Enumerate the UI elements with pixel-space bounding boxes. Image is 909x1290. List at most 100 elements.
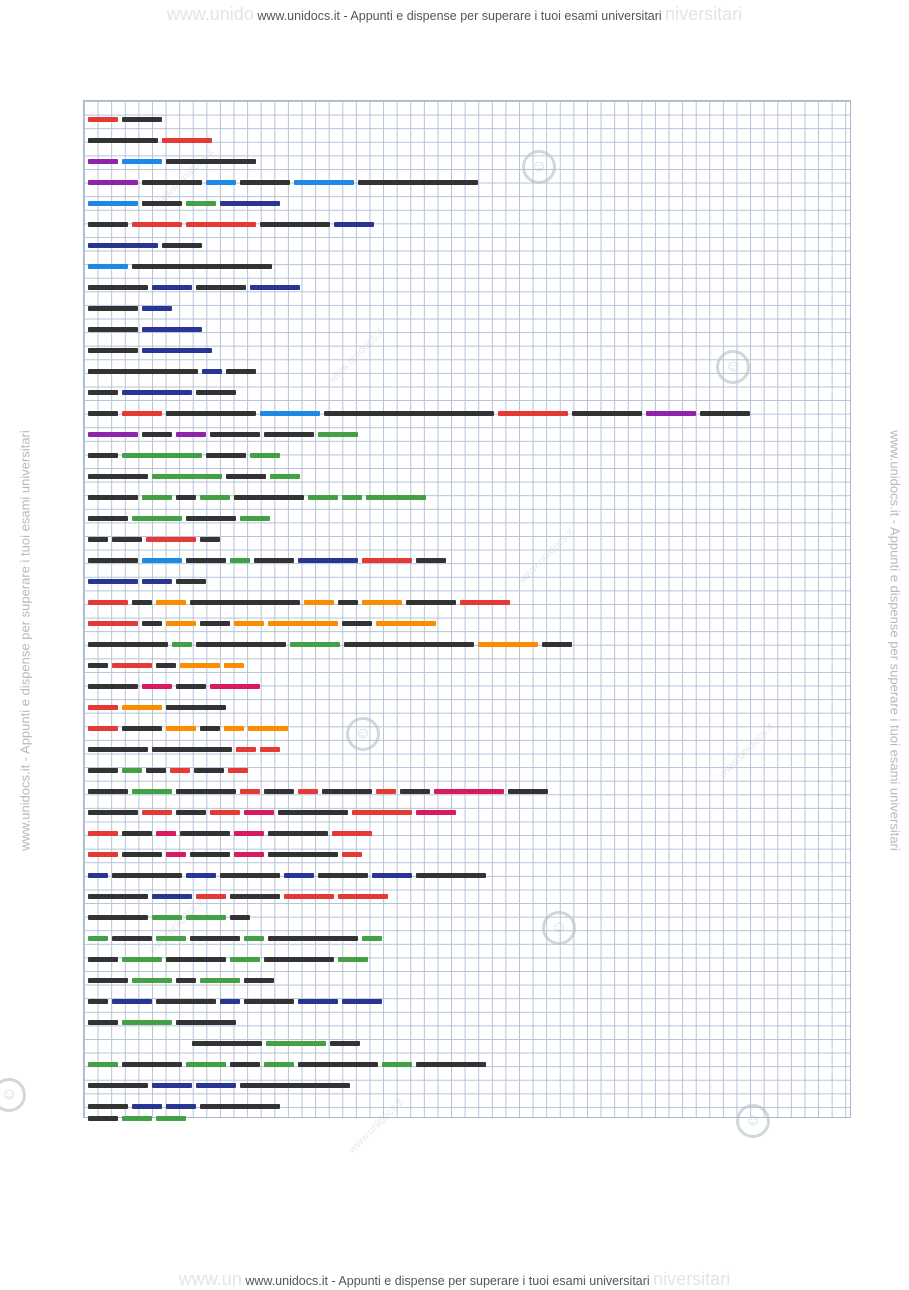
scribble — [88, 453, 118, 459]
note-line — [86, 705, 228, 712]
highlight — [162, 138, 212, 144]
highlight — [180, 663, 220, 669]
scribble — [176, 579, 206, 585]
scribble — [240, 180, 290, 186]
note-line — [86, 453, 282, 460]
highlight — [142, 579, 172, 585]
scribble — [700, 411, 750, 417]
scribble — [176, 789, 236, 795]
scribble — [88, 327, 138, 333]
scribble — [88, 390, 118, 396]
highlight — [122, 411, 162, 417]
highlight — [284, 873, 314, 879]
scribble — [240, 1083, 350, 1089]
scribble — [234, 495, 304, 501]
highlight — [234, 852, 264, 858]
scribble — [132, 600, 152, 606]
scribble — [254, 558, 294, 564]
scribble — [268, 936, 358, 942]
highlight — [210, 684, 260, 690]
note-line — [86, 789, 550, 796]
highlight — [152, 915, 182, 921]
scribble — [176, 684, 206, 690]
highlight — [172, 642, 192, 648]
highlight — [332, 831, 372, 837]
scribble — [88, 516, 128, 522]
graph-paper-notes — [83, 100, 851, 1118]
highlight — [220, 201, 280, 207]
highlight — [248, 726, 288, 732]
scribble — [180, 831, 230, 837]
scribble — [88, 1020, 118, 1026]
scribble — [260, 222, 330, 228]
note-line — [86, 1104, 282, 1111]
note-line — [86, 390, 238, 397]
note-line — [86, 831, 374, 838]
highlight — [166, 621, 196, 627]
scribble — [230, 1062, 260, 1068]
scribble — [122, 117, 162, 123]
highlight — [342, 495, 362, 501]
highlight — [152, 1083, 192, 1089]
highlight — [298, 558, 358, 564]
highlight — [186, 873, 216, 879]
highlight — [366, 495, 426, 501]
highlight — [88, 264, 128, 270]
note-line — [86, 180, 480, 187]
highlight — [220, 999, 240, 1005]
scribble — [88, 474, 148, 480]
note-line — [86, 138, 214, 145]
highlight — [156, 831, 176, 837]
note-line — [86, 432, 360, 439]
note-line — [86, 663, 246, 670]
scribble — [88, 768, 118, 774]
scribble — [244, 999, 294, 1005]
highlight — [270, 474, 300, 480]
scribble — [112, 537, 142, 543]
note-line — [86, 1062, 488, 1069]
scribble — [200, 1104, 280, 1110]
scribble — [186, 516, 236, 522]
highlight — [152, 474, 222, 480]
highlight — [186, 1062, 226, 1068]
highlight — [334, 222, 374, 228]
highlight — [434, 789, 504, 795]
note-line — [86, 978, 276, 985]
highlight — [362, 936, 382, 942]
header-link[interactable]: www.unidocs.it - Appunti e dispense per … — [257, 9, 662, 23]
highlight — [268, 621, 338, 627]
scribble — [220, 873, 280, 879]
highlight — [308, 495, 338, 501]
highlight — [196, 1083, 236, 1089]
scribble — [342, 621, 372, 627]
scribble — [176, 810, 206, 816]
highlight — [122, 957, 162, 963]
scribble — [88, 348, 138, 354]
footer-link[interactable]: www.unidocs.it - Appunti e dispense per … — [245, 1274, 650, 1288]
highlight — [318, 432, 358, 438]
scribble — [324, 411, 494, 417]
scribble — [230, 915, 250, 921]
highlight — [362, 600, 402, 606]
note-line — [86, 768, 250, 775]
highlight — [372, 873, 412, 879]
highlight — [234, 831, 264, 837]
note-line — [86, 1116, 188, 1123]
highlight — [234, 621, 264, 627]
highlight — [88, 705, 118, 711]
scribble — [572, 411, 642, 417]
note-line — [86, 243, 204, 250]
scribble — [88, 915, 148, 921]
note-line — [86, 537, 222, 544]
scribble — [244, 978, 274, 984]
scribble — [166, 411, 256, 417]
scribble — [88, 999, 108, 1005]
scribble — [162, 243, 202, 249]
scribble — [88, 1083, 148, 1089]
scribble — [88, 411, 118, 417]
scribble — [88, 285, 148, 291]
highlight — [142, 558, 182, 564]
highlight — [88, 600, 128, 606]
note-line — [86, 747, 282, 754]
scribble — [416, 558, 446, 564]
